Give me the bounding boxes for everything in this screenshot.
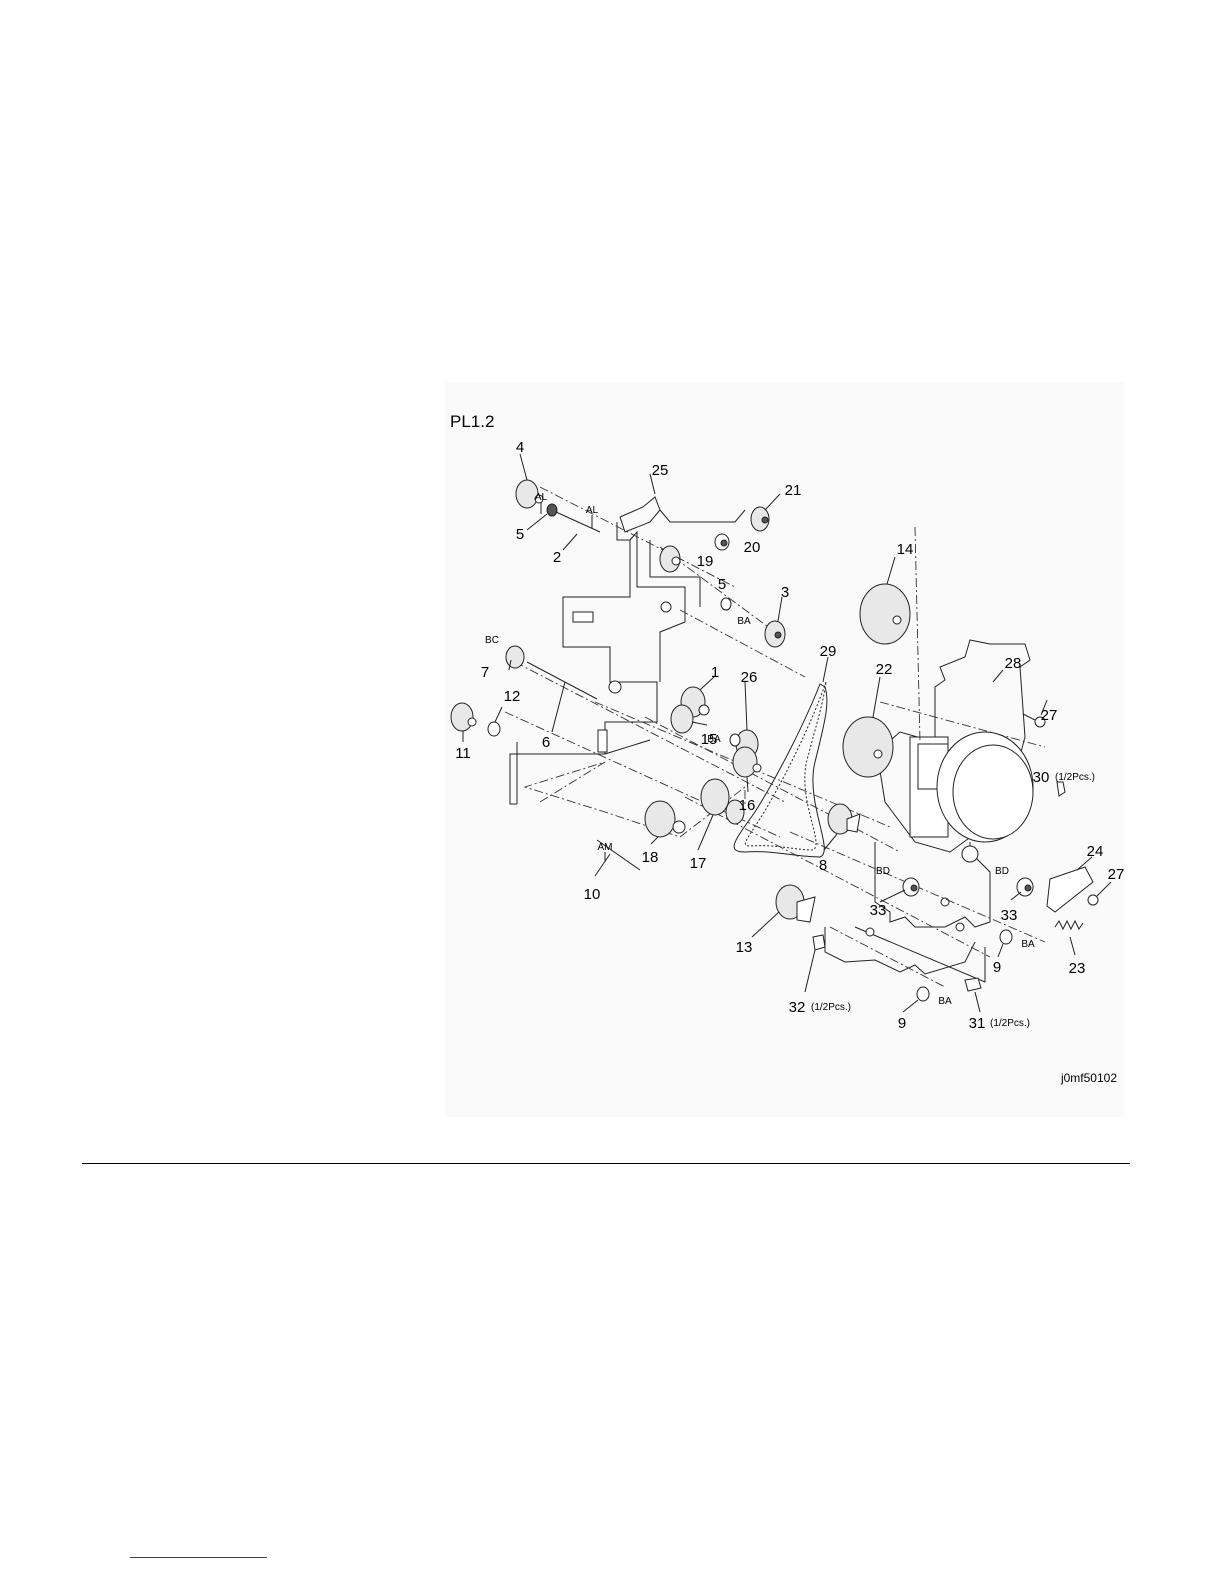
tag-label: BC xyxy=(485,635,499,646)
bracket-24 xyxy=(1047,867,1093,912)
parts-diagram-figure: PL1.2 xyxy=(445,382,1125,1117)
gear-7 xyxy=(506,646,524,668)
callout-label: 27 xyxy=(1108,866,1125,883)
callout-label: 12 xyxy=(504,688,521,705)
callout-label: 9 xyxy=(898,1015,906,1032)
gear-19 xyxy=(660,546,680,572)
callout-label: 19 xyxy=(697,553,714,570)
bearing-9-right xyxy=(1000,930,1012,944)
gear-15 xyxy=(671,705,693,733)
tag-label: BA xyxy=(737,616,751,627)
callout-label: 20 xyxy=(744,539,761,556)
callout-label: 21 xyxy=(785,482,802,499)
callout-label: 29 xyxy=(820,643,837,660)
callout-label: 7 xyxy=(481,664,489,681)
tag-label: BA xyxy=(707,734,721,745)
bearing-9-lower xyxy=(917,987,929,1001)
sensor-30 xyxy=(1057,782,1065,796)
tag-label: BA xyxy=(938,996,952,1007)
callout-label: 26 xyxy=(741,669,758,686)
callout-label: 14 xyxy=(897,541,914,558)
tag-label: AL xyxy=(586,505,599,516)
callout-label: 31 xyxy=(969,1015,986,1032)
parts-diagram-drawing: PL1.2 xyxy=(445,382,1125,1117)
footer-link-underline[interactable] xyxy=(130,1557,267,1558)
callout-label: 2 xyxy=(553,549,561,566)
callout-label: 22 xyxy=(876,661,893,678)
tag-label: AL xyxy=(535,492,548,503)
callout-label: 32 xyxy=(789,999,806,1016)
callout-label: 33 xyxy=(1001,907,1018,924)
motor-face xyxy=(953,745,1033,839)
figure-id: j0mf50102 xyxy=(1060,1071,1117,1085)
frame-hole xyxy=(866,928,874,936)
tag-label: BA xyxy=(1021,939,1035,950)
bearing-12 xyxy=(488,722,500,736)
callout-label: 17 xyxy=(690,855,707,872)
bracket-25 xyxy=(620,497,745,532)
callout-label: 8 xyxy=(819,857,827,874)
bearing-5-upper xyxy=(547,504,557,516)
frame-hole xyxy=(956,923,964,931)
callout-label: 30 xyxy=(1033,769,1050,786)
quantity-note: (1/2Pcs.) xyxy=(1055,772,1095,783)
callout-label: 18 xyxy=(642,849,659,866)
callout-label: 24 xyxy=(1087,843,1104,860)
callout-label: 1 xyxy=(711,664,719,681)
callout-label: 25 xyxy=(652,462,669,479)
tag-label: BD xyxy=(995,866,1009,877)
clutch-8 xyxy=(828,804,860,834)
gear-11 xyxy=(451,703,476,731)
frame-slot xyxy=(598,730,607,752)
callout-label: 10 xyxy=(584,886,601,903)
callout-label: 13 xyxy=(736,939,753,956)
drive-motor-assembly xyxy=(877,640,1033,862)
sensor-31 xyxy=(965,978,981,991)
callout-label: 33 xyxy=(870,902,887,919)
plate-title: PL1.2 xyxy=(450,412,494,431)
bearing-20 xyxy=(715,534,729,550)
motor-pinion xyxy=(962,846,978,862)
quantity-note: (1/2Pcs.) xyxy=(990,1018,1030,1029)
gear-21 xyxy=(751,507,769,531)
bearing-33-left xyxy=(903,878,919,896)
sensor-32 xyxy=(813,935,825,950)
tag-label: BD xyxy=(876,866,890,877)
tag-label: AM xyxy=(598,842,613,853)
gear-18 xyxy=(645,801,685,837)
gear-14 xyxy=(860,584,910,644)
gear-22 xyxy=(843,717,893,777)
right-side-frame xyxy=(825,842,990,982)
frame-hole xyxy=(941,898,949,906)
callout-label: 11 xyxy=(455,745,471,762)
quantity-note: (1/2Pcs.) xyxy=(811,1002,851,1013)
callout-label: 9 xyxy=(993,959,1001,976)
callout-label: 4 xyxy=(516,439,524,456)
screw-27-lower xyxy=(1088,895,1098,905)
callout-label: 6 xyxy=(542,734,550,751)
callout-label: 28 xyxy=(1005,655,1022,672)
frame-slot xyxy=(573,612,593,622)
callout-label: 5 xyxy=(516,526,524,543)
gear-17 xyxy=(701,779,744,824)
clutch-13 xyxy=(776,885,815,922)
callout-label: 3 xyxy=(781,584,789,601)
callout-label: 23 xyxy=(1069,960,1086,977)
gear-3 xyxy=(765,621,785,647)
callout-label: 27 xyxy=(1041,707,1058,724)
callout-label: 16 xyxy=(739,797,756,814)
frame-hole xyxy=(609,681,621,693)
bearing-5-lower xyxy=(721,598,731,610)
frame-hole xyxy=(661,602,671,612)
callout-label: 5 xyxy=(718,576,726,593)
spring-23 xyxy=(1055,921,1083,929)
horizontal-rule xyxy=(82,1163,1130,1164)
